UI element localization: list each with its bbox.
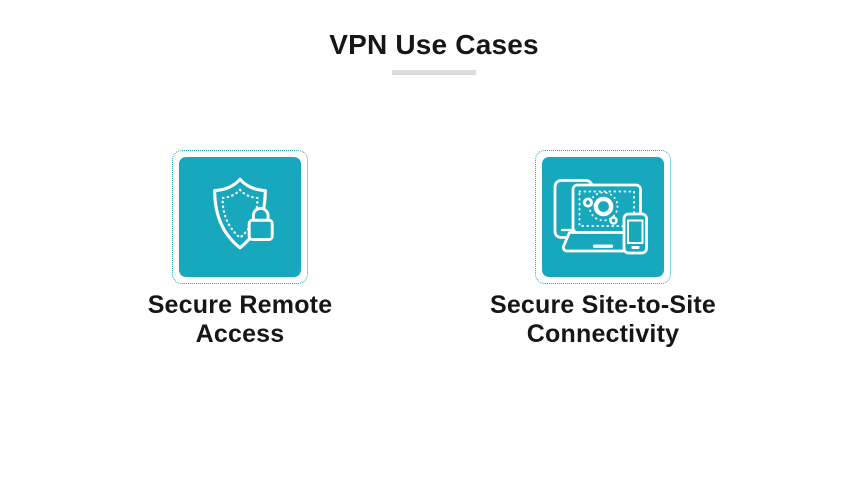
icon-tile — [179, 157, 301, 277]
devices-network-icon — [553, 179, 648, 255]
icon-frame — [172, 150, 308, 284]
use-case-label: Secure Remote Access — [147, 291, 333, 348]
use-case-secure-remote-access: Secure Remote Access — [105, 150, 375, 349]
use-case-secure-site-to-site: Secure Site-to-Site Connectivity — [458, 150, 748, 349]
page-title: VPN Use Cases — [329, 29, 539, 60]
header: VPN Use Cases — [0, 29, 868, 75]
use-case-label: Secure Site-to-Site Connectivity — [489, 291, 717, 348]
title-divider — [392, 70, 476, 75]
icon-frame — [535, 150, 671, 284]
shield-lock-icon — [213, 177, 274, 250]
icon-tile — [542, 157, 664, 277]
